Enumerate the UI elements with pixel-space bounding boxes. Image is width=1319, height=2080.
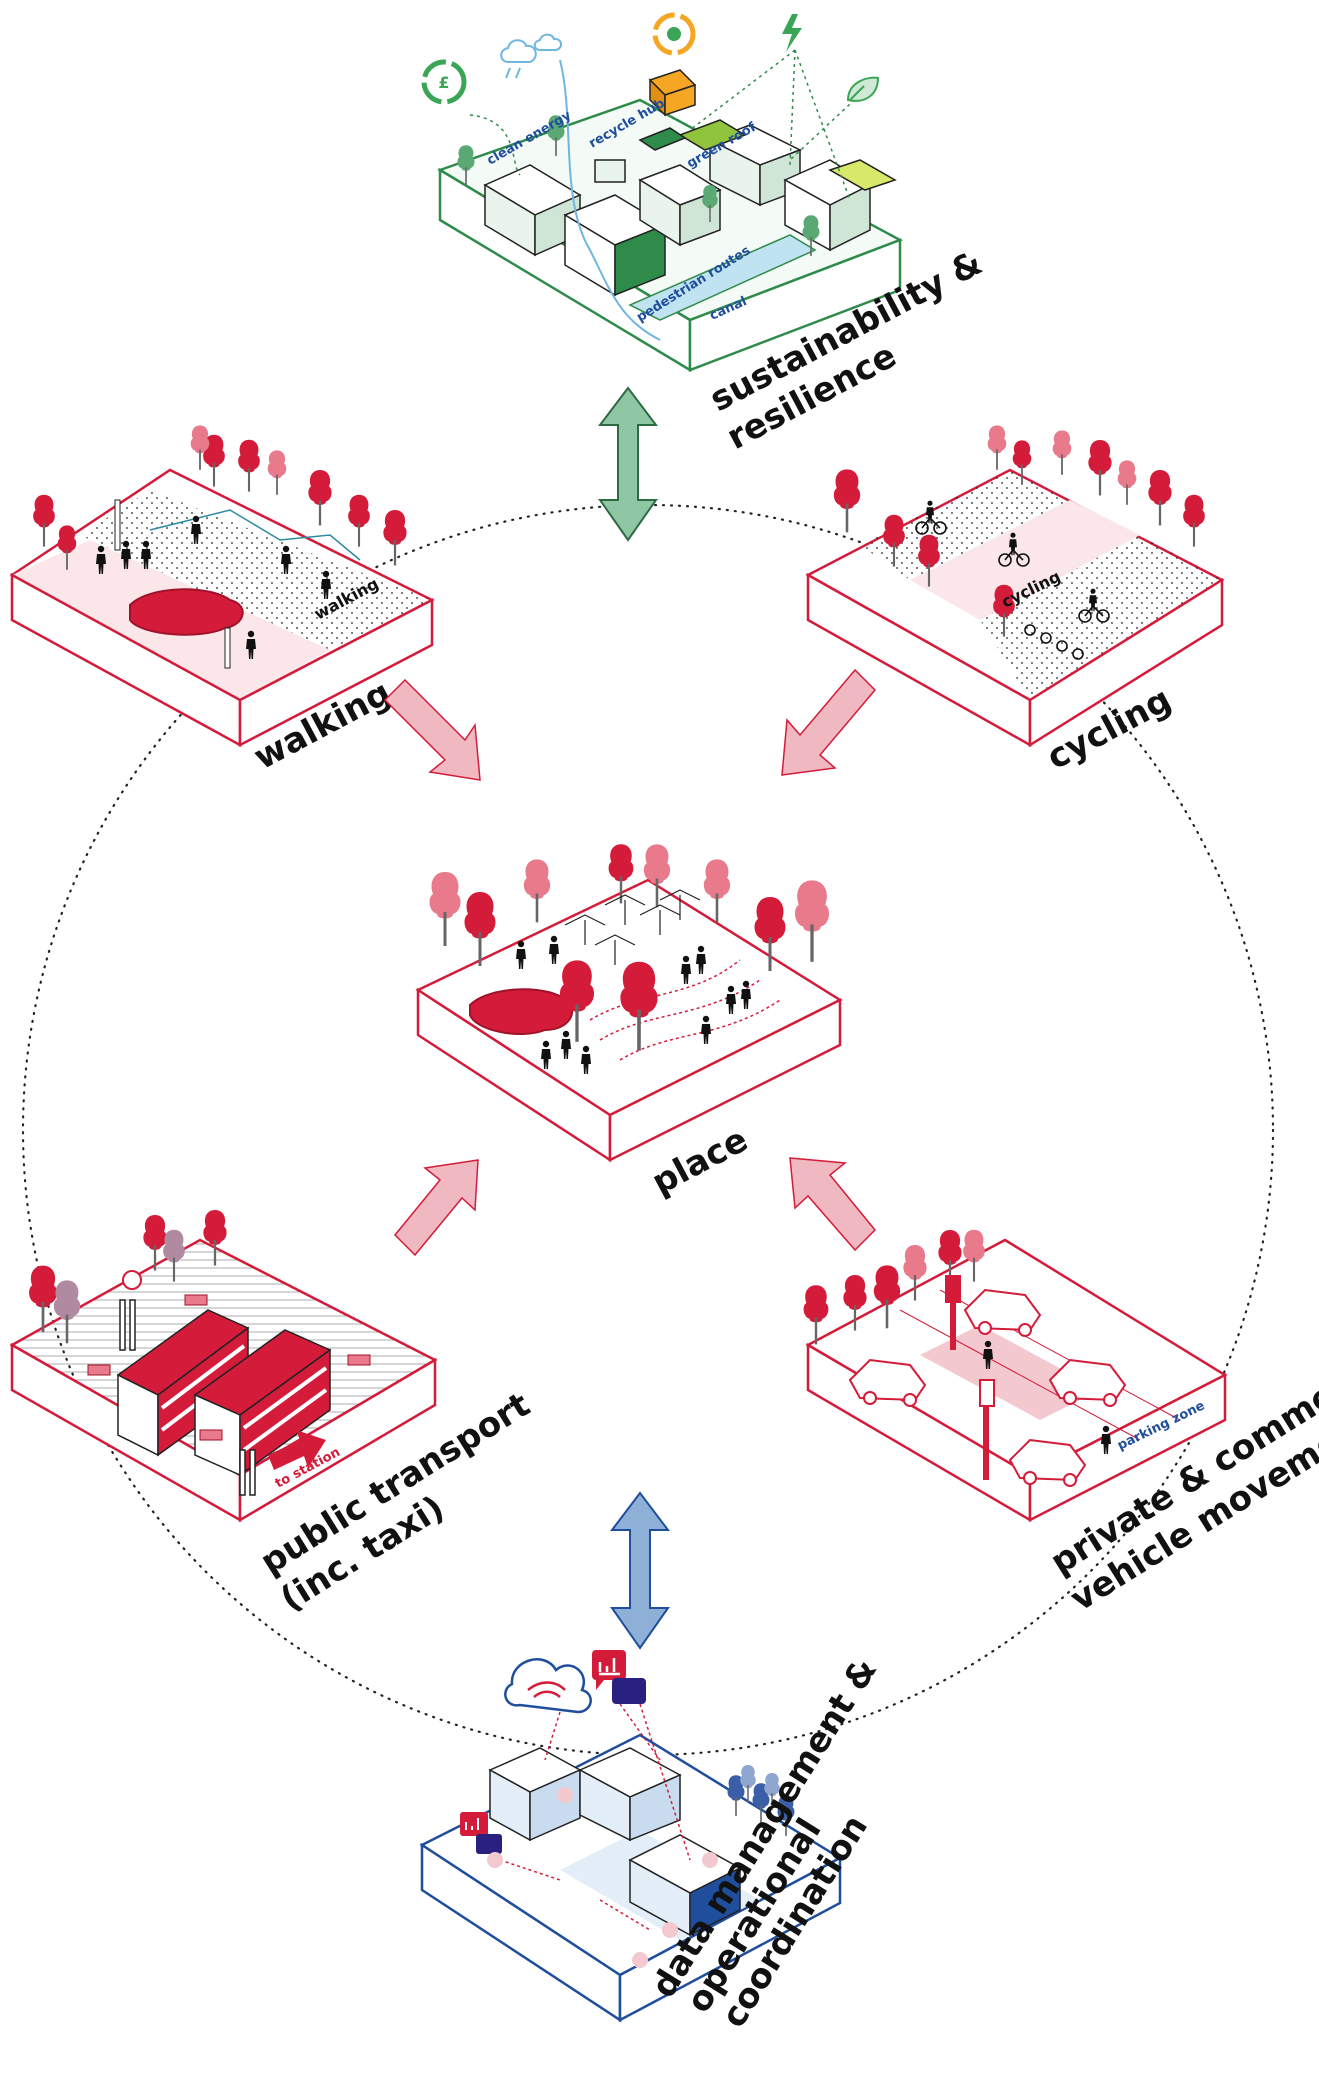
node-public-transport: to station public transport (inc. taxi) — [9, 1210, 537, 1620]
node-data: data management & operational coordinati… — [419, 1650, 885, 2035]
cafe-tables — [564, 889, 701, 965]
lightning-icon — [782, 14, 802, 52]
data-buildings — [488, 1747, 742, 1937]
svg-text:£: £ — [438, 73, 449, 92]
sustainability-link-arrow — [597, 386, 659, 542]
sustainability-platform-right — [688, 238, 902, 372]
data-sensor-points — [487, 1787, 718, 1968]
cloud-rain-icon — [500, 33, 562, 79]
taxi-sign-icon — [122, 1270, 142, 1290]
recycle-orange-icon — [652, 12, 696, 56]
place-pond — [469, 988, 574, 1036]
chart-bubble-icon — [460, 1650, 646, 1854]
data-platform-right — [618, 1855, 842, 2023]
transport-platform-right — [238, 1357, 437, 1523]
canal — [628, 234, 817, 321]
water-flow-line — [559, 59, 661, 341]
car-icon — [848, 1288, 1127, 1487]
bicycle-icon — [915, 516, 1110, 660]
node-walking: walking walking — [9, 425, 435, 778]
node-place: place — [415, 844, 843, 1203]
walking-platform-right — [238, 597, 434, 748]
place-platform-right — [608, 997, 842, 1163]
arrow-walking-to-place — [383, 678, 481, 781]
arrow-cycling-to-place — [781, 668, 877, 776]
node-private-vehicles: parking zone private & commercial vehicl… — [803, 1229, 1319, 1620]
arrow-transport-to-place — [393, 1159, 479, 1257]
leaf-icon — [846, 76, 880, 102]
buildings-block — [483, 69, 897, 297]
flow-arrows — [383, 668, 877, 1257]
arrow-private-to-place — [789, 1157, 877, 1252]
vehicle-platform-right — [1028, 1372, 1227, 1523]
data-link-arrow — [609, 1491, 671, 1650]
bus-icon — [116, 1309, 332, 1477]
data-cloud-icon — [504, 1658, 592, 1714]
cycling-platform-right — [1028, 577, 1224, 748]
node-cycling: cycling cycling — [805, 425, 1225, 778]
recycle-icon: £ — [421, 59, 467, 105]
wifi-signal-icon — [527, 1681, 566, 1698]
to-station-arrow — [268, 1430, 326, 1470]
node-sustainability: £ clean energy recycle hub green roof pe… — [421, 12, 989, 458]
energy-flow-lines — [469, 49, 866, 201]
pond — [129, 588, 244, 636]
